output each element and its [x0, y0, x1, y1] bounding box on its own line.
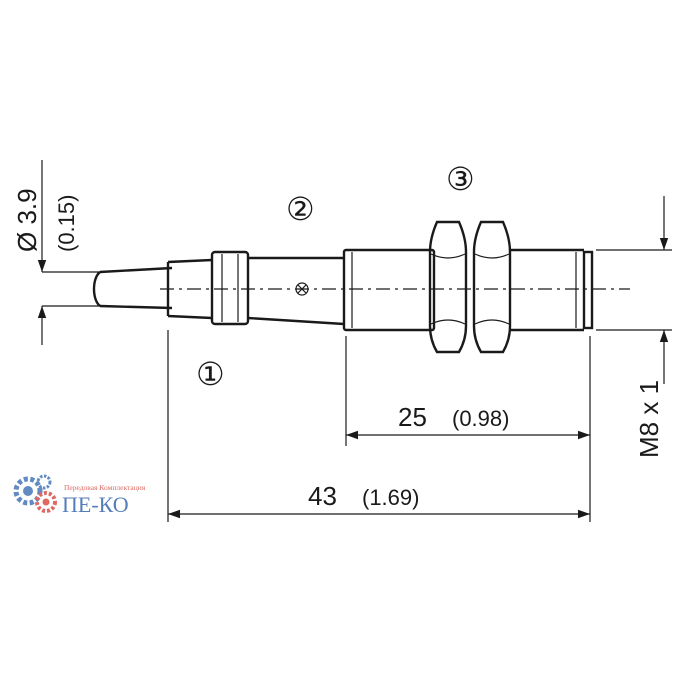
hex-nut-right [472, 220, 512, 354]
diameter-label: Ø 3.9 [12, 188, 42, 252]
sensor-body [247, 256, 345, 326]
thread-label: M8 x 1 [634, 380, 664, 458]
threaded-housing [342, 248, 594, 332]
diameter-label-inch: (0.15) [54, 195, 79, 252]
thread-dimension [596, 196, 672, 384]
length-25-label-inch: (0.98) [452, 406, 509, 431]
callout-2: ② [286, 191, 315, 227]
length-25-label: 25 [398, 402, 427, 432]
callout-1: ① [196, 356, 225, 392]
length-43-label-inch: (1.69) [362, 485, 419, 510]
gear-icon [13, 474, 57, 513]
callout-3: ③ [446, 161, 475, 197]
length-43-label: 43 [308, 481, 337, 511]
diameter-dimension [37, 160, 100, 345]
hex-nut-left [428, 220, 468, 354]
rear-collar [210, 250, 250, 326]
logo-brand: ПЕ-КО [62, 492, 129, 517]
logo-tagline: Передовая Комплектация [64, 483, 146, 492]
company-logo: Передовая Комплектация ПЕ-КО [13, 474, 146, 517]
cable [92, 266, 173, 310]
